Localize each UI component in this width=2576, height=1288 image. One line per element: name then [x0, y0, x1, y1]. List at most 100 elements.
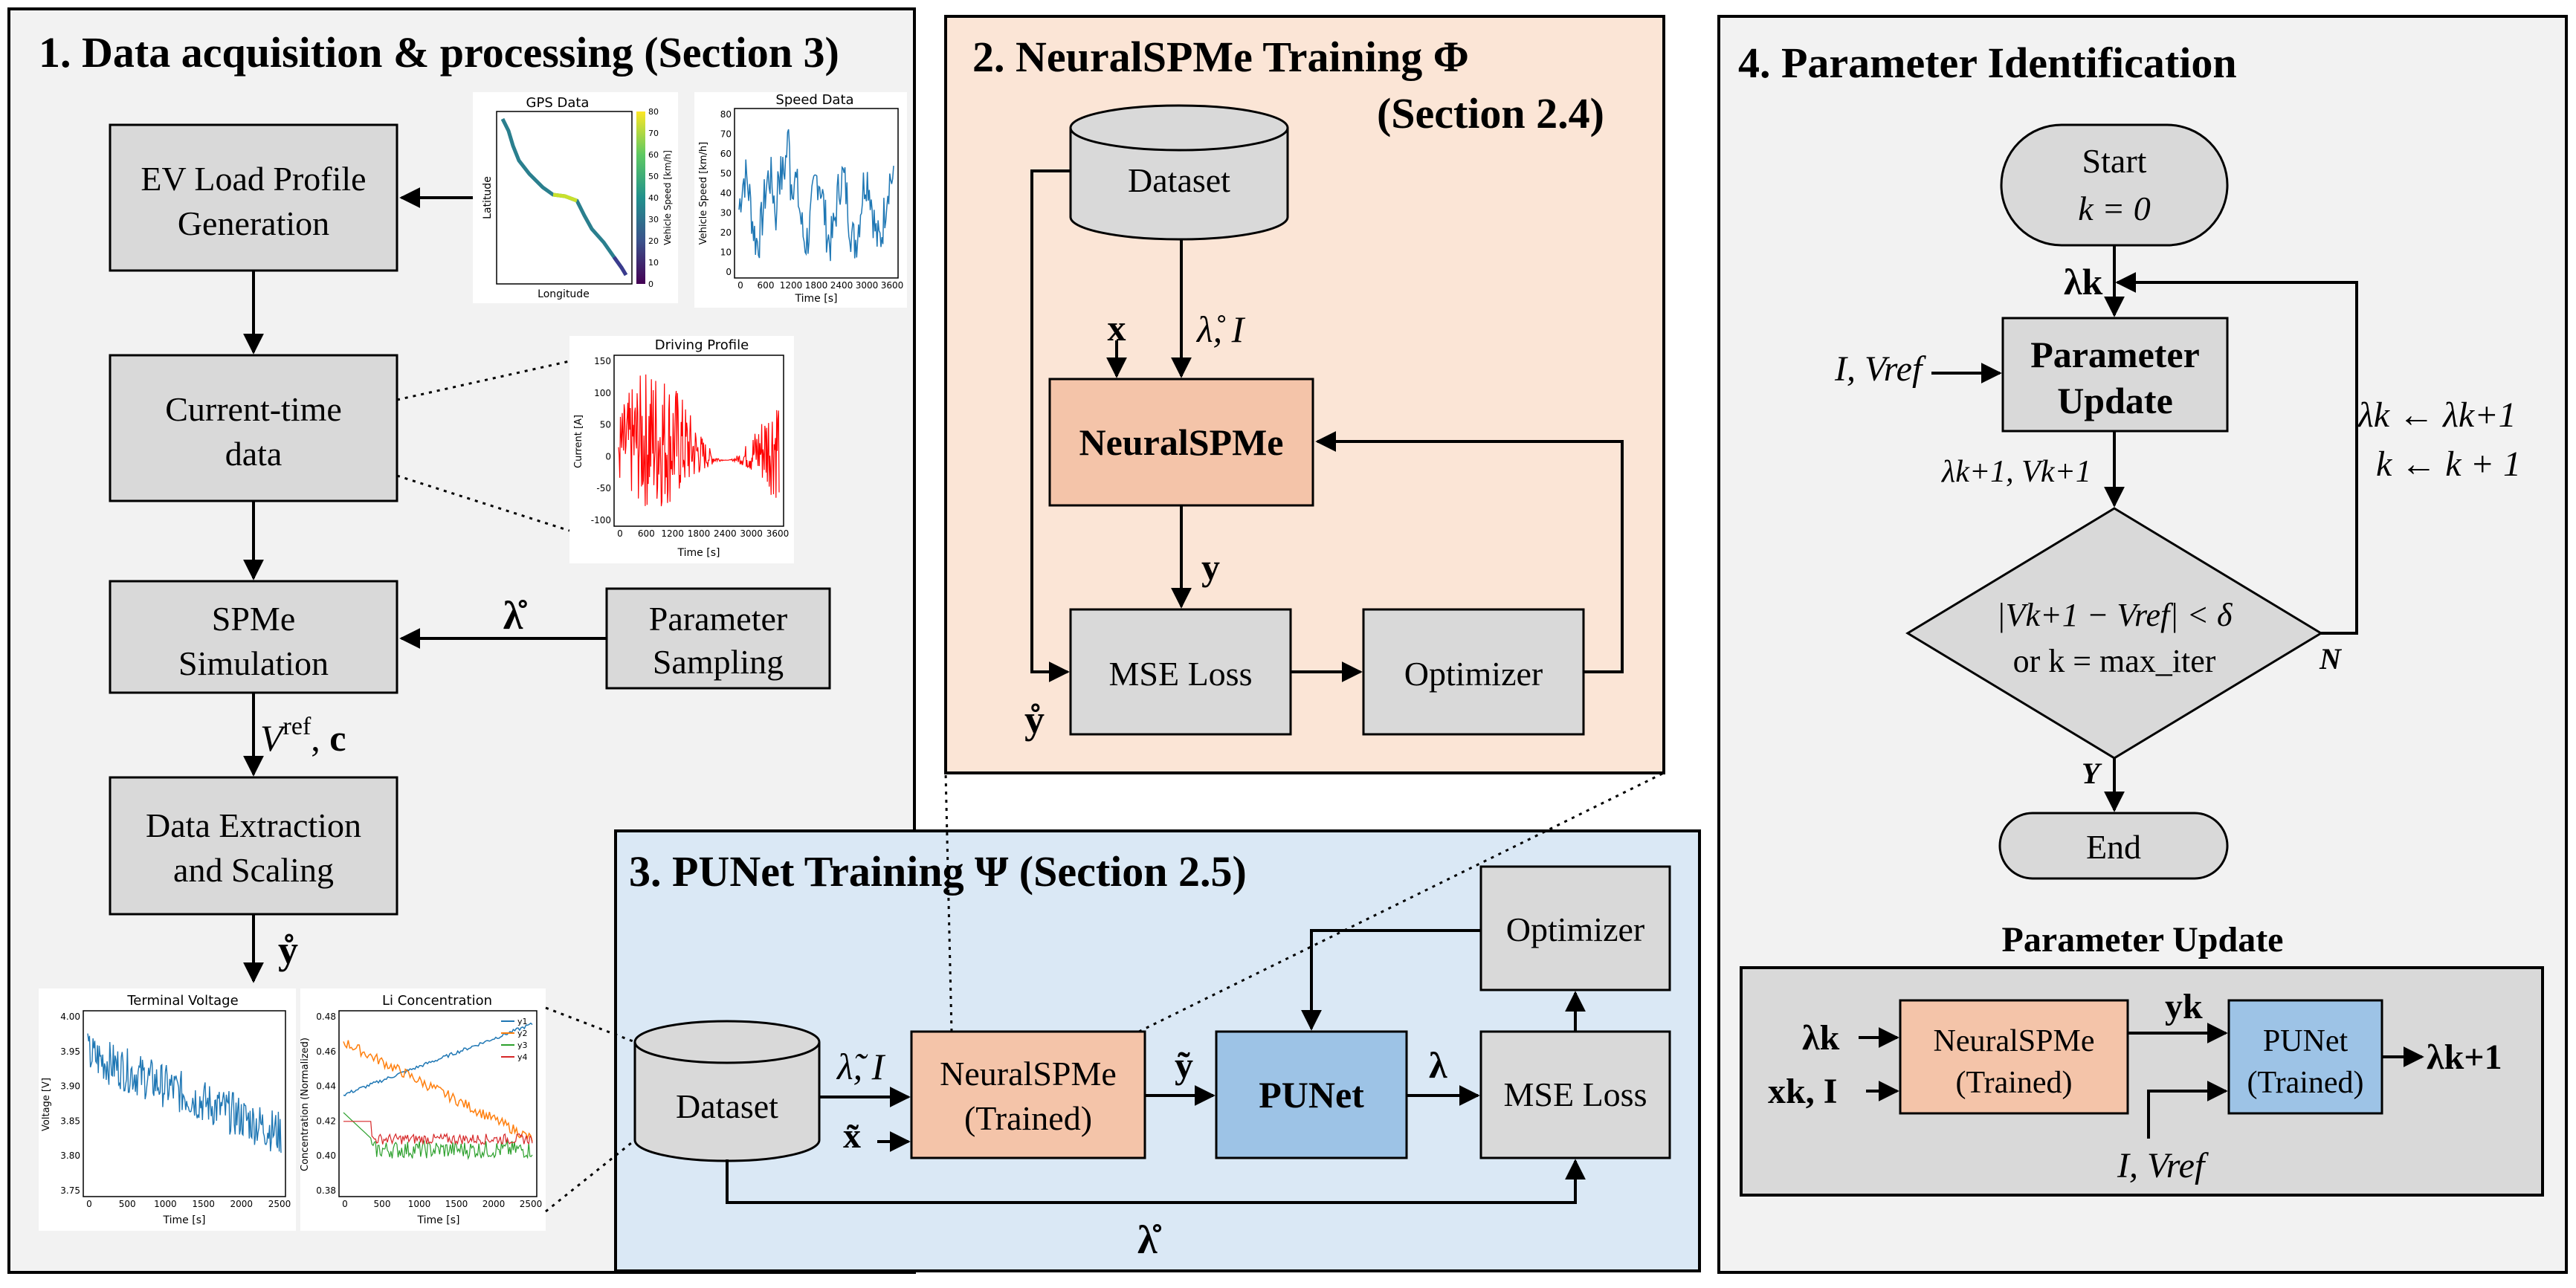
li-ylabel: Concentration (Normalized)	[300, 1038, 311, 1171]
plot-line	[738, 129, 894, 262]
tick-label: 80	[720, 109, 732, 120]
tick-label: 1500	[192, 1199, 215, 1209]
tick-label: 500	[374, 1199, 391, 1209]
parameter-sampling-box: Parameter Sampling	[605, 587, 831, 690]
legend-label: y4	[517, 1052, 528, 1062]
tick-label: 3.85	[60, 1116, 80, 1126]
dataset-cylinder-3: Dataset	[633, 1020, 821, 1162]
tick-label: 0	[726, 267, 732, 277]
tick-label: 2500	[268, 1199, 291, 1209]
tick-label: 2000	[230, 1199, 254, 1209]
vref-c-label: Vref, c	[260, 713, 346, 759]
tick-label: 4.00	[60, 1012, 80, 1022]
tick-label: 0.38	[316, 1185, 336, 1196]
dataset-cylinder-2: Dataset	[1069, 104, 1289, 241]
tick-label: 3.95	[60, 1046, 80, 1057]
colorbar-tick: 20	[648, 236, 659, 246]
speed-ylabel: Vehicle Speed [km/h]	[698, 142, 709, 245]
sub-arrows	[1859, 1023, 2424, 1139]
gps-xlabel: Longitude	[538, 288, 590, 300]
panel-punet-training: 3. PUNet Training Ψ (Section 2.5) Datase…	[545, 771, 1701, 1272]
panel3-arrows	[726, 929, 1586, 1204]
spme-simulation-box: SPMe Simulation	[109, 580, 398, 694]
tick-label: 2400	[714, 528, 737, 539]
optimizer-box-2: Optimizer	[1362, 608, 1585, 736]
y-ring-label-2: ẙ	[1024, 697, 1045, 742]
zoom-lines	[396, 360, 570, 532]
tick-label: 70	[720, 129, 732, 140]
legend-label: y2	[517, 1029, 528, 1038]
punet-label-3: PUNet	[1259, 1074, 1364, 1116]
current-label-2: data	[225, 435, 283, 473]
x-tilde-label-3: x̃	[843, 1116, 861, 1156]
lambda-tilde-label-3: λ̃, I	[836, 1046, 886, 1087]
sub-y-k: yk	[2165, 987, 2203, 1026]
ev-load-label-1: EV Load Profile	[141, 160, 366, 198]
panel-neuralspme-training: 2. NeuralSPMe Training Φ (Section 2.4) D…	[944, 15, 1665, 774]
parameter-update-box-4: Parameter Update	[2001, 317, 2229, 433]
sub-punet-label-1: PUNet	[2263, 1024, 2349, 1058]
dataset-label-3: Dataset	[676, 1087, 778, 1125]
current-label-1: Current-time	[165, 390, 342, 428]
colorbar-tick: 10	[648, 258, 659, 268]
parameter-update-detail	[1740, 966, 2544, 1197]
neural-label-3a: NeuralSPMe	[940, 1055, 1117, 1093]
y-ring-label: ẙ	[278, 928, 298, 972]
tick-label: 0	[737, 280, 743, 291]
decision-label-1: |Vk+1 − Vref| < δ	[1997, 597, 2234, 633]
tick-label: 20	[720, 227, 732, 238]
tick-label: 30	[720, 208, 732, 219]
end-terminal: End	[1998, 812, 2229, 880]
neuralspme-trained-box-4: NeuralSPMe (Trained)	[1899, 999, 2129, 1115]
tick-label: 0	[86, 1199, 92, 1209]
li-title: Li Concentration	[382, 993, 492, 1009]
tick-label: 40	[720, 188, 732, 198]
i-vref-label-4: I, Vref	[1834, 349, 1926, 389]
x-label-2: x	[1108, 307, 1126, 349]
tick-label: 10	[720, 247, 732, 258]
tick-label: 600	[638, 528, 655, 539]
tick-label: 3600	[766, 528, 790, 539]
y-label-2: y	[1201, 546, 1220, 588]
gps-colorbar-label: Vehicle Speed [km/h]	[662, 150, 673, 245]
tick-label: 1000	[408, 1199, 431, 1209]
tick-label: 0	[617, 528, 623, 539]
mse-loss-box-2: MSE Loss	[1069, 608, 1292, 736]
terminal-ylabel: Voltage [V]	[41, 1078, 52, 1131]
tick-label: -100	[591, 515, 611, 525]
panel-data-acquisition: 1. Data acquisition & processing (Sectio…	[7, 7, 916, 1274]
tick-label: 600	[758, 280, 775, 291]
tick-label: 60	[720, 149, 732, 159]
tick-label: 3.75	[60, 1185, 80, 1196]
sub-lambda-k: λk	[1802, 1018, 1840, 1058]
lambda-v-next-label: λk+1, Vk+1	[1940, 455, 2091, 489]
tick-label: 2000	[482, 1199, 506, 1209]
tick-label: 100	[594, 388, 611, 398]
panel-parameter-identification: 4. Parameter Identification Start k = 0 …	[1717, 15, 2568, 1274]
y-tilde-label-3: ỹ	[1175, 1044, 1193, 1086]
extraction-label-2: and Scaling	[173, 851, 334, 889]
param-sampling-label-1: Parameter	[649, 600, 787, 638]
neuralspme-label: NeuralSPMe	[1079, 421, 1284, 463]
legend-label: y1	[517, 1017, 528, 1026]
colorbar-tick: 0	[648, 279, 653, 289]
tick-label: 1200	[780, 280, 803, 291]
panel3-title: 3. PUNet Training Ψ (Section 2.5)	[629, 847, 1247, 896]
tick-label: -50	[596, 483, 611, 493]
tick-label: 3.90	[60, 1081, 80, 1092]
ev-load-profile-box: EV Load Profile Generation	[109, 123, 398, 272]
tick-label: 50	[720, 169, 732, 179]
param-sampling-label-2: Sampling	[653, 643, 784, 681]
panel4-title: 4. Parameter Identification	[1738, 39, 2237, 87]
plot-line	[343, 1022, 533, 1096]
sub-punet-label-2: (Trained)	[2247, 1066, 2363, 1100]
punet-box-3: PUNet	[1215, 1030, 1408, 1159]
colorbar-tick: 60	[648, 150, 659, 160]
speed-title: Speed Data	[775, 92, 853, 108]
ev-load-label-2: Generation	[178, 204, 329, 242]
panel3-zoom-lines	[545, 771, 1665, 1213]
panel1-arrows	[243, 187, 607, 983]
